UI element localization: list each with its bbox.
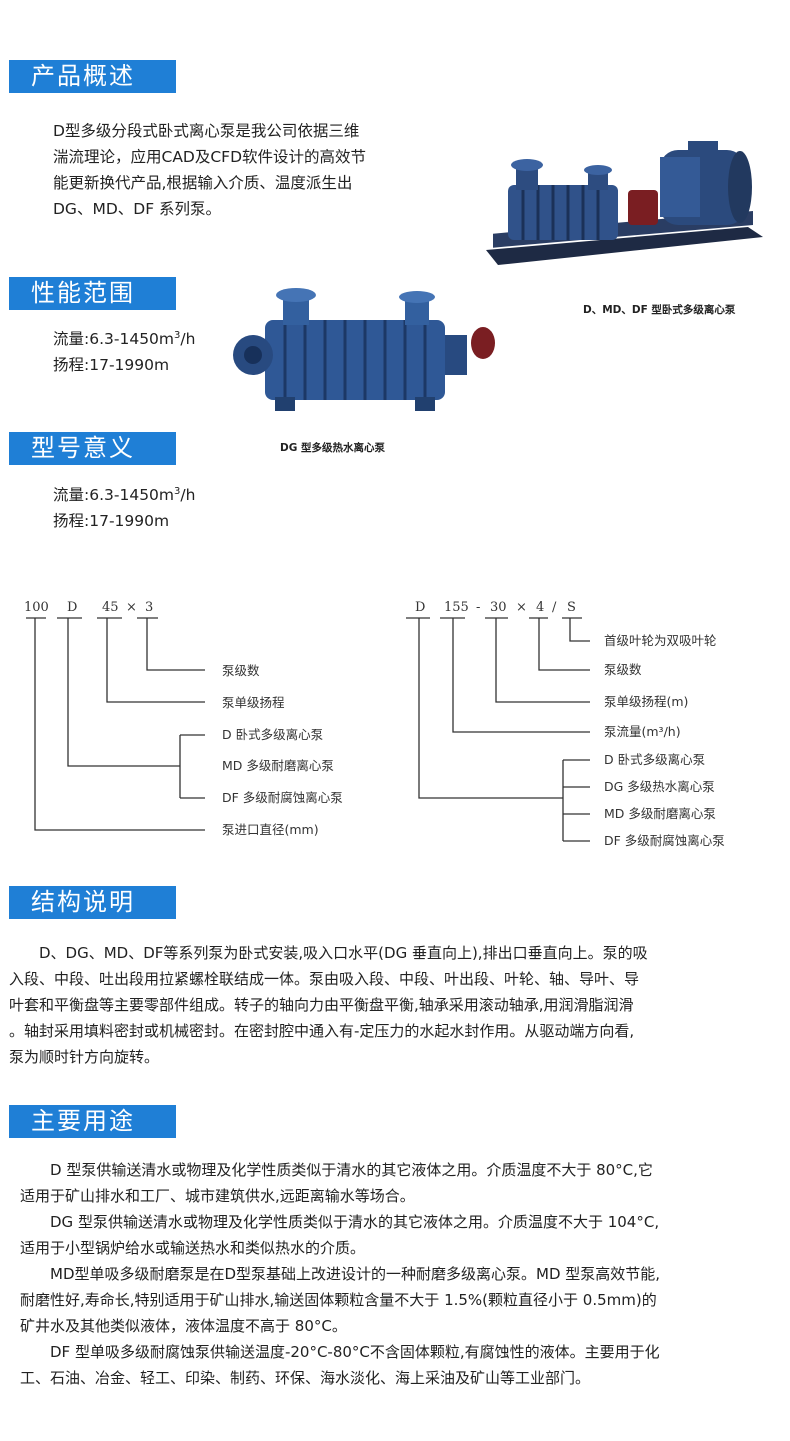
flow-range: 流量:6.3-1450m3/h	[53, 485, 196, 504]
code-part: D	[67, 600, 77, 615]
head-range: 扬程:17-1990m	[53, 356, 170, 374]
section-title-structure: 结构说明	[9, 886, 176, 919]
usage-line: DF 型单吸多级耐腐蚀泵供输送温度-20°C-80°C不含固体颗粒,有腐蚀性的液…	[50, 1343, 660, 1361]
usage-line: 耐磨性好,寿命长,特别适用于矿山排水,输送固体颗粒含量不大于 1.5%(颗粒直径…	[20, 1291, 657, 1309]
designation-label: MD 多级耐磨离心泵	[222, 758, 334, 773]
usage-line: 工、石油、冶金、轻工、印染、制药、环保、海水淡化、海上采油及矿山等工业部门。	[20, 1369, 591, 1387]
code-part: D	[415, 600, 425, 615]
overview-line: 能更新换代产品,根据输入介质、温度派生出	[53, 174, 353, 192]
overview-text: D型多级分段式卧式离心泵是我公司依据三维 湍流理论，应用CAD及CFD软件设计的…	[53, 118, 433, 222]
code-part: 30	[490, 600, 507, 615]
structure-line: 。轴封采用填料密封或机械密封。在密封腔中通入有-定压力的水起水封作用。从驱动端方…	[9, 1022, 635, 1040]
structure-line: 入段、中段、吐出段用拉紧螺栓联结成一体。泵由吸入段、中段、叶出段、叶轮、轴、导叶…	[9, 970, 640, 988]
code-part: 3	[145, 600, 153, 615]
head-range: 扬程:17-1990m	[53, 512, 170, 530]
code-part: ×	[126, 600, 137, 615]
designation-label: D 卧式多级离心泵	[222, 727, 323, 742]
designation-label: 泵进口直径(mm)	[222, 822, 319, 837]
overview-line: DG、MD、DF 系列泵。	[53, 200, 222, 218]
section-title-usage: 主要用途	[9, 1105, 176, 1138]
structure-text: D、DG、MD、DF等系列泵为卧式安装,吸入口水平(DG 垂直向上),排出口垂直…	[9, 940, 781, 1070]
horizontal-multistage-pump-image	[486, 141, 763, 265]
model-text: 流量:6.3-1450m3/h 扬程:17-1990m	[53, 482, 195, 534]
code-part: 45	[102, 600, 119, 615]
designation-label: MD 多级耐磨离心泵	[604, 806, 716, 821]
section-title-performance: 性能范围	[9, 277, 176, 310]
usage-line: 适用于小型锅炉给水或输送热水和类似热水的介质。	[20, 1239, 366, 1257]
structure-line: 泵为顺时针方向旋转。	[9, 1048, 160, 1066]
code-part: S	[567, 600, 576, 615]
performance-text: 流量:6.3-1450m3/h 扬程:17-1990m	[53, 326, 195, 378]
code-part: 100	[24, 600, 49, 615]
designation-label: DF 多级耐腐蚀离心泵	[604, 833, 725, 848]
usage-line: 矿井水及其他类似液体，液体温度不高于 80°C。	[20, 1317, 347, 1335]
usage-line: 适用于矿山排水和工厂、城市建筑供水,远距离输水等场合。	[20, 1187, 415, 1205]
designation-label: 泵流量(m³/h)	[604, 724, 681, 739]
designation-label: 泵级数	[604, 662, 642, 677]
code-part: 4	[536, 600, 544, 615]
usage-line: D 型泵供输送清水或物理及化学性质类似于清水的其它液体之用。介质温度不大于 80…	[50, 1161, 653, 1179]
designation-label: 泵单级扬程	[222, 695, 285, 710]
code-part: -	[476, 600, 480, 615]
section-title-overview: 产品概述	[9, 60, 176, 93]
flow-range: 流量:6.3-1450m3/h	[53, 329, 196, 348]
designation-label: 泵级数	[222, 663, 260, 678]
designation-label: DG 多级热水离心泵	[604, 779, 715, 794]
code-part: 155	[444, 600, 469, 615]
section-title-model: 型号意义	[9, 432, 176, 465]
hot-water-pump-image	[233, 288, 495, 411]
model-designation-diagram: 100 D 45 × 3 泵级数 泵单级扬程 D 卧式多级离心泵 MD 多级耐磨…	[24, 600, 725, 848]
designation-label: 泵单级扬程(m)	[604, 694, 688, 709]
overview-line: D型多级分段式卧式离心泵是我公司依据三维	[53, 122, 360, 140]
code-part: /	[552, 600, 557, 615]
designation-label: 首级叶轮为双吸叶轮	[604, 633, 717, 648]
pump1-caption: D、MD、DF 型卧式多级离心泵	[583, 304, 736, 316]
overview-line: 湍流理论，应用CAD及CFD软件设计的高效节	[53, 148, 367, 166]
structure-line: D、DG、MD、DF等系列泵为卧式安装,吸入口水平(DG 垂直向上),排出口垂直…	[39, 944, 648, 962]
designation-label: D 卧式多级离心泵	[604, 752, 705, 767]
usage-line: DG 型泵供输送清水或物理及化学性质类似于清水的其它液体之用。介质温度不大于 1…	[50, 1213, 660, 1231]
code-part: ×	[516, 600, 527, 615]
pump2-caption: DG 型多级热水离心泵	[280, 442, 385, 454]
usage-line: MD型单吸多级耐磨泵是在D型泵基础上改进设计的一种耐磨多级离心泵。MD 型泵高效…	[50, 1265, 661, 1283]
usage-text: D 型泵供输送清水或物理及化学性质类似于清水的其它液体之用。介质温度不大于 80…	[20, 1157, 782, 1391]
designation-label: DF 多级耐腐蚀离心泵	[222, 790, 343, 805]
structure-line: 叶套和平衡盘等主要零部件组成。转子的轴向力由平衡盘平衡,轴承采用滚动轴承,用润滑…	[9, 996, 634, 1014]
